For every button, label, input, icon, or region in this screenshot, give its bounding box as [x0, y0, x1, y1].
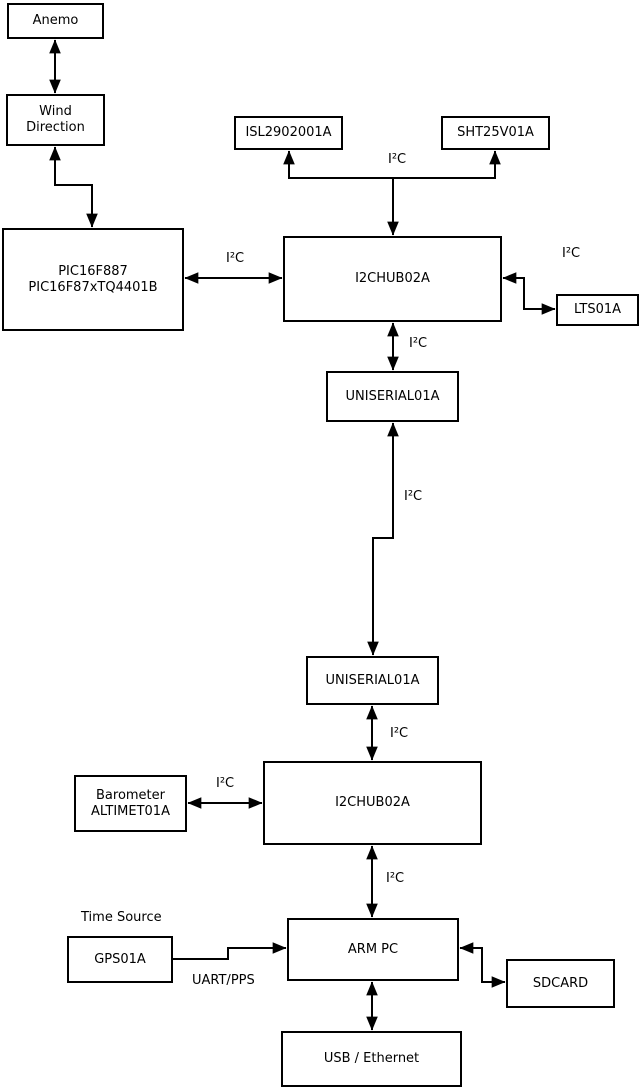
edge-armpc-sdcard: [459, 942, 506, 988]
edge-uniserial1-uniserial2: [367, 422, 399, 656]
node-barometer-altimet01a: Barometer ALTIMET01A: [74, 775, 187, 832]
node-uniserial01a-1: UNISERIAL01A: [326, 371, 459, 422]
node-pic16f887: PIC16F887 PIC16F87xTQ4401B: [2, 228, 184, 331]
node-anemo: Anemo: [7, 3, 104, 39]
label-i2c-hub2-armpc: I²C: [386, 871, 405, 886]
edge-gps-armpc: [173, 942, 287, 960]
label-i2c-pic-hub1: I²C: [226, 251, 245, 266]
label-time-source: Time Source: [81, 910, 162, 925]
node-gps01a: GPS01A: [67, 936, 173, 983]
label-i2c-hub1-uniserial1: I²C: [409, 336, 428, 351]
node-isl2902001a: ISL2902001A: [234, 116, 343, 150]
node-uniserial01a-2: UNISERIAL01A: [306, 656, 439, 705]
label-i2c-hub1-lts: I²C: [562, 246, 581, 261]
label-i2c-uniserial-link: I²C: [404, 489, 423, 504]
node-wind-direction: Wind Direction: [6, 94, 105, 146]
edge-wind-pic: [49, 146, 98, 228]
label-i2c-uniserial2-hub2: I²C: [390, 726, 409, 741]
node-lts01a: LTS01A: [556, 294, 639, 326]
edge-i2chub1-lts: [502, 272, 556, 315]
label-i2c-bus-top: I²C: [388, 152, 407, 167]
label-uart-pps: UART/PPS: [192, 973, 255, 988]
node-usb-ethernet: USB / Ethernet: [281, 1031, 462, 1087]
node-arm-pc: ARM PC: [287, 918, 459, 981]
node-sdcard: SDCARD: [506, 959, 615, 1008]
node-sht25v01a: SHT25V01A: [441, 116, 550, 150]
node-i2chub02a-2: I2CHUB02A: [263, 761, 482, 845]
label-i2c-barometer-hub2: I²C: [216, 776, 235, 791]
node-i2chub02a-1: I2CHUB02A: [283, 236, 502, 322]
